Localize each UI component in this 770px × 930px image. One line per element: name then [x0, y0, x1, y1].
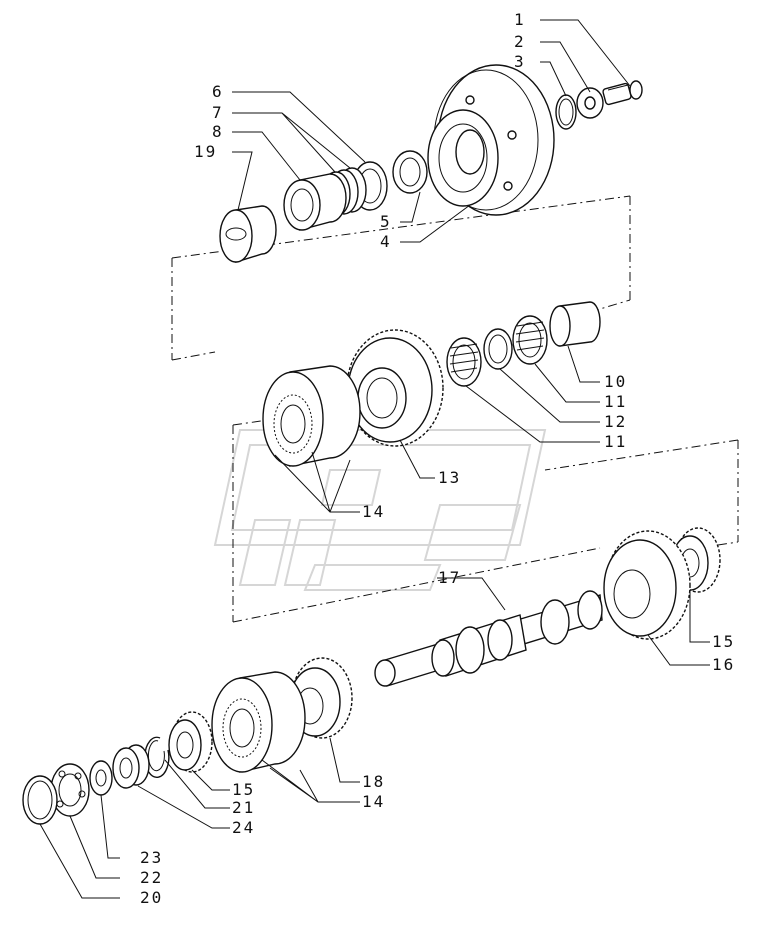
- synchro-hub-part-14-lower: [211, 671, 306, 773]
- callout-17: 17: [438, 568, 461, 587]
- gear-part-13: [346, 329, 444, 447]
- callout-12: 12: [604, 412, 627, 431]
- gear-part-15-lower: [168, 711, 213, 773]
- washer-part-23: [89, 760, 113, 796]
- bearing-part-8: [283, 173, 347, 231]
- cup-part-20: [22, 775, 58, 825]
- callout-3: 3: [514, 52, 526, 71]
- callout-11-lower: 11: [604, 432, 627, 451]
- callout-20: 20: [140, 888, 163, 907]
- callout-6: 6: [212, 82, 224, 101]
- washer-part-2: [576, 87, 604, 119]
- main-shaft-part-17: [374, 590, 603, 687]
- needle-bearing-part-11-left: [446, 337, 482, 387]
- synchro-hub-part-14-upper: [262, 365, 361, 467]
- sleeve-part-19: [219, 205, 277, 263]
- leader-lines: [39, 19, 710, 899]
- assembly-outline-lower: [232, 419, 739, 623]
- needle-bearing-part-11-right: [512, 315, 548, 365]
- callout-10: 10: [604, 372, 627, 391]
- callout-18: 18: [362, 772, 385, 791]
- callout-22: 22: [140, 868, 163, 887]
- callout-24: 24: [232, 818, 255, 837]
- callout-14-lower: 14: [362, 792, 385, 811]
- callout-labels: 1 2 3 4 5 6 7 8 19 10 11 12 11 13 14 17 …: [140, 10, 735, 907]
- seal-ring-part-5: [392, 150, 428, 194]
- callout-5: 5: [380, 212, 392, 231]
- callout-2: 2: [514, 32, 526, 51]
- oring-part-3: [555, 94, 577, 130]
- flange-housing-part-4: [427, 64, 555, 216]
- callout-19: 19: [194, 142, 217, 161]
- callout-1: 1: [514, 10, 526, 29]
- bushing-part-10: [549, 301, 601, 347]
- callout-7: 7: [212, 103, 224, 122]
- callout-16: 16: [712, 655, 735, 674]
- callout-14-upper: 14: [362, 502, 385, 521]
- callout-4: 4: [380, 232, 392, 251]
- spacer-part-12: [483, 328, 513, 370]
- bearing-part-24: [112, 744, 150, 789]
- callout-8: 8: [212, 122, 224, 141]
- callout-23: 23: [140, 848, 163, 867]
- bolt-part-1: [602, 80, 643, 106]
- watermark-logo: [213, 429, 547, 591]
- gear-part-16: [603, 530, 691, 640]
- callout-15-upper: 15: [712, 632, 735, 651]
- callout-21: 21: [232, 798, 255, 817]
- snap-ring-part-21: [144, 736, 170, 778]
- callout-13: 13: [438, 468, 461, 487]
- callout-15-lower: 15: [232, 780, 255, 799]
- callout-11-upper: 11: [604, 392, 627, 411]
